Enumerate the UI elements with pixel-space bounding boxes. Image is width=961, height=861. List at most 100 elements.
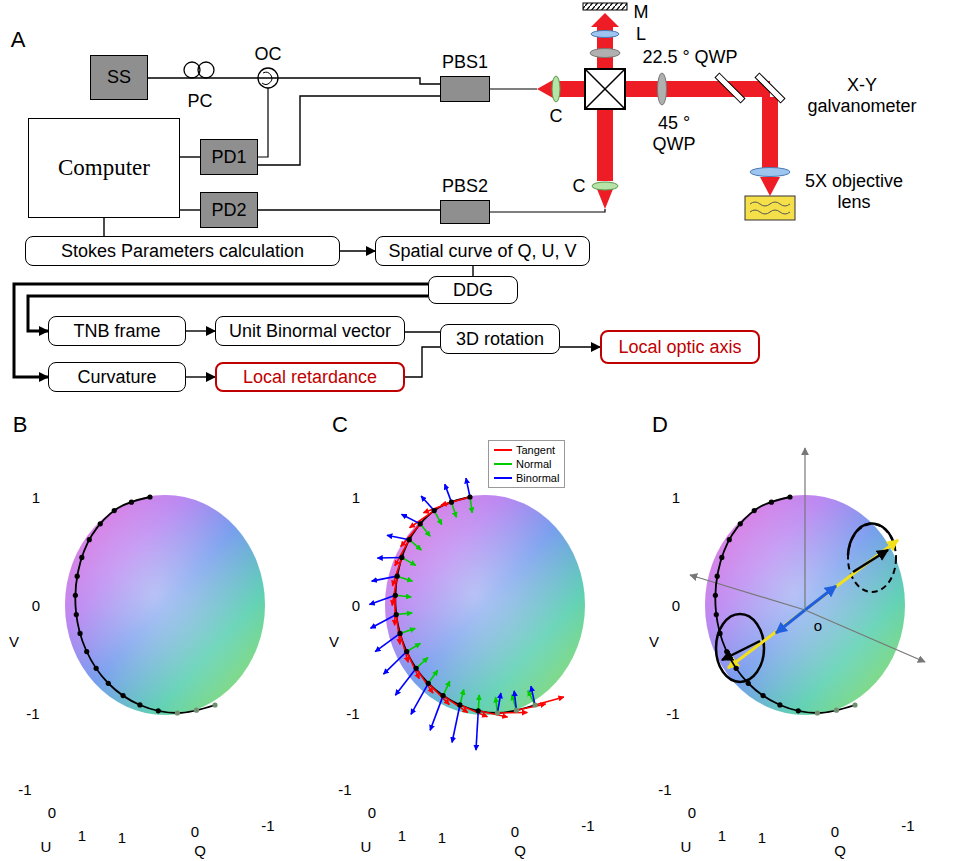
node-text: Spatial curve of Q, U, V (388, 241, 576, 262)
stokes-point (476, 708, 481, 713)
stokes-point (467, 494, 472, 499)
legend: TangentNormalBinormal (488, 440, 565, 488)
connector (180, 209, 200, 210)
collimator-lens (552, 76, 560, 102)
rotation-arrow (853, 550, 888, 572)
stokes-point (75, 574, 80, 579)
stokes-point (137, 702, 142, 707)
node-text: DDG (453, 280, 493, 301)
axis-title: U (41, 838, 52, 855)
frame-vector (407, 652, 420, 679)
axis-tick: -1 (26, 705, 39, 722)
stokes-point (74, 612, 79, 617)
connector (405, 347, 440, 377)
stokes-point (760, 693, 765, 698)
connector (472, 266, 473, 276)
axis-tick: 1 (78, 827, 86, 844)
beam (762, 97, 778, 168)
stokes-point (418, 521, 423, 526)
axis-tick: 0 (48, 804, 56, 821)
frame-vector (514, 691, 516, 710)
stokes-point (393, 593, 398, 598)
frame-vector (387, 535, 409, 539)
frame-vector (375, 633, 400, 651)
process-box: TNB frame (48, 316, 186, 346)
stokes-point (175, 710, 180, 715)
connector (340, 250, 375, 251)
node-text: PD2 (211, 200, 246, 221)
stokes-point (713, 593, 718, 598)
connector (560, 346, 600, 347)
legend-swatch (494, 477, 512, 479)
result-box: Local retardance (215, 362, 405, 392)
frame-vector (421, 496, 434, 511)
node-text: Local optic axis (618, 337, 741, 358)
frame-vector (497, 693, 500, 713)
axis-title: V (649, 633, 659, 650)
beam (760, 177, 780, 196)
stokes-point (404, 649, 409, 654)
axis-tick: 0 (32, 597, 40, 614)
galvo-mirror (715, 73, 745, 103)
legend-entry: Tangent (494, 443, 559, 457)
mirror (583, 3, 627, 10)
stokes-point (852, 702, 857, 707)
frame-vector (466, 478, 470, 497)
stokes-point (734, 666, 739, 671)
frame-vector (497, 712, 527, 714)
component-label: PC (187, 91, 212, 112)
connector (186, 330, 215, 331)
node-text: SS (107, 67, 131, 88)
component-label: OC (255, 44, 282, 65)
stokes-point (426, 681, 431, 686)
stokes-point (87, 537, 92, 542)
stokes-point (120, 693, 125, 698)
stokes-curve (395, 497, 535, 713)
optic-axis-arrow (728, 540, 898, 668)
stokes-point (514, 708, 519, 713)
axis-tick: 0 (688, 804, 696, 821)
stokes-point (727, 537, 732, 542)
connector (148, 78, 440, 84)
node-text: TNB frame (73, 321, 160, 342)
component-label: C (573, 176, 586, 197)
axis-tick: -1 (658, 781, 671, 798)
frame-vector (410, 511, 435, 528)
beam-splitter (585, 69, 625, 109)
node-text: Computer (58, 155, 150, 181)
source-box: SS (90, 55, 148, 100)
axis-tick: -1 (581, 817, 594, 834)
node-text: Local retardance (243, 367, 377, 388)
axis-tick: 1 (718, 827, 726, 844)
sphere-highlight (65, 495, 265, 715)
stokes-point (787, 494, 792, 499)
axis-title: Q (514, 842, 526, 859)
axis-tick: 0 (511, 823, 519, 840)
stokes-point (98, 521, 103, 526)
optical-setup (184, 3, 795, 220)
panel-letter: A (11, 27, 26, 52)
legend-text: Binormal (516, 471, 559, 485)
result-box: Local optic axis (600, 330, 760, 364)
beam (597, 189, 613, 209)
axis-title: Q (834, 842, 846, 859)
lens (591, 31, 619, 38)
axis-tick: 0 (191, 823, 199, 840)
axis-arrow (805, 610, 925, 662)
component-label: M (634, 2, 649, 23)
stokes-point (212, 702, 217, 707)
binormal-arrow (805, 586, 836, 610)
frame-vector (430, 696, 443, 731)
stokes-point (457, 702, 462, 707)
stokes-point (715, 574, 720, 579)
component-label: X-Y galvanometer (800, 75, 925, 116)
panel-letter: C (332, 412, 348, 437)
axis-tick: -1 (261, 817, 274, 834)
stokes-point (94, 666, 99, 671)
fiber (490, 209, 605, 212)
axis-title: Q (194, 842, 206, 859)
stokes-point (106, 681, 111, 686)
stokes-point (414, 666, 419, 671)
frame-vector (401, 514, 420, 524)
